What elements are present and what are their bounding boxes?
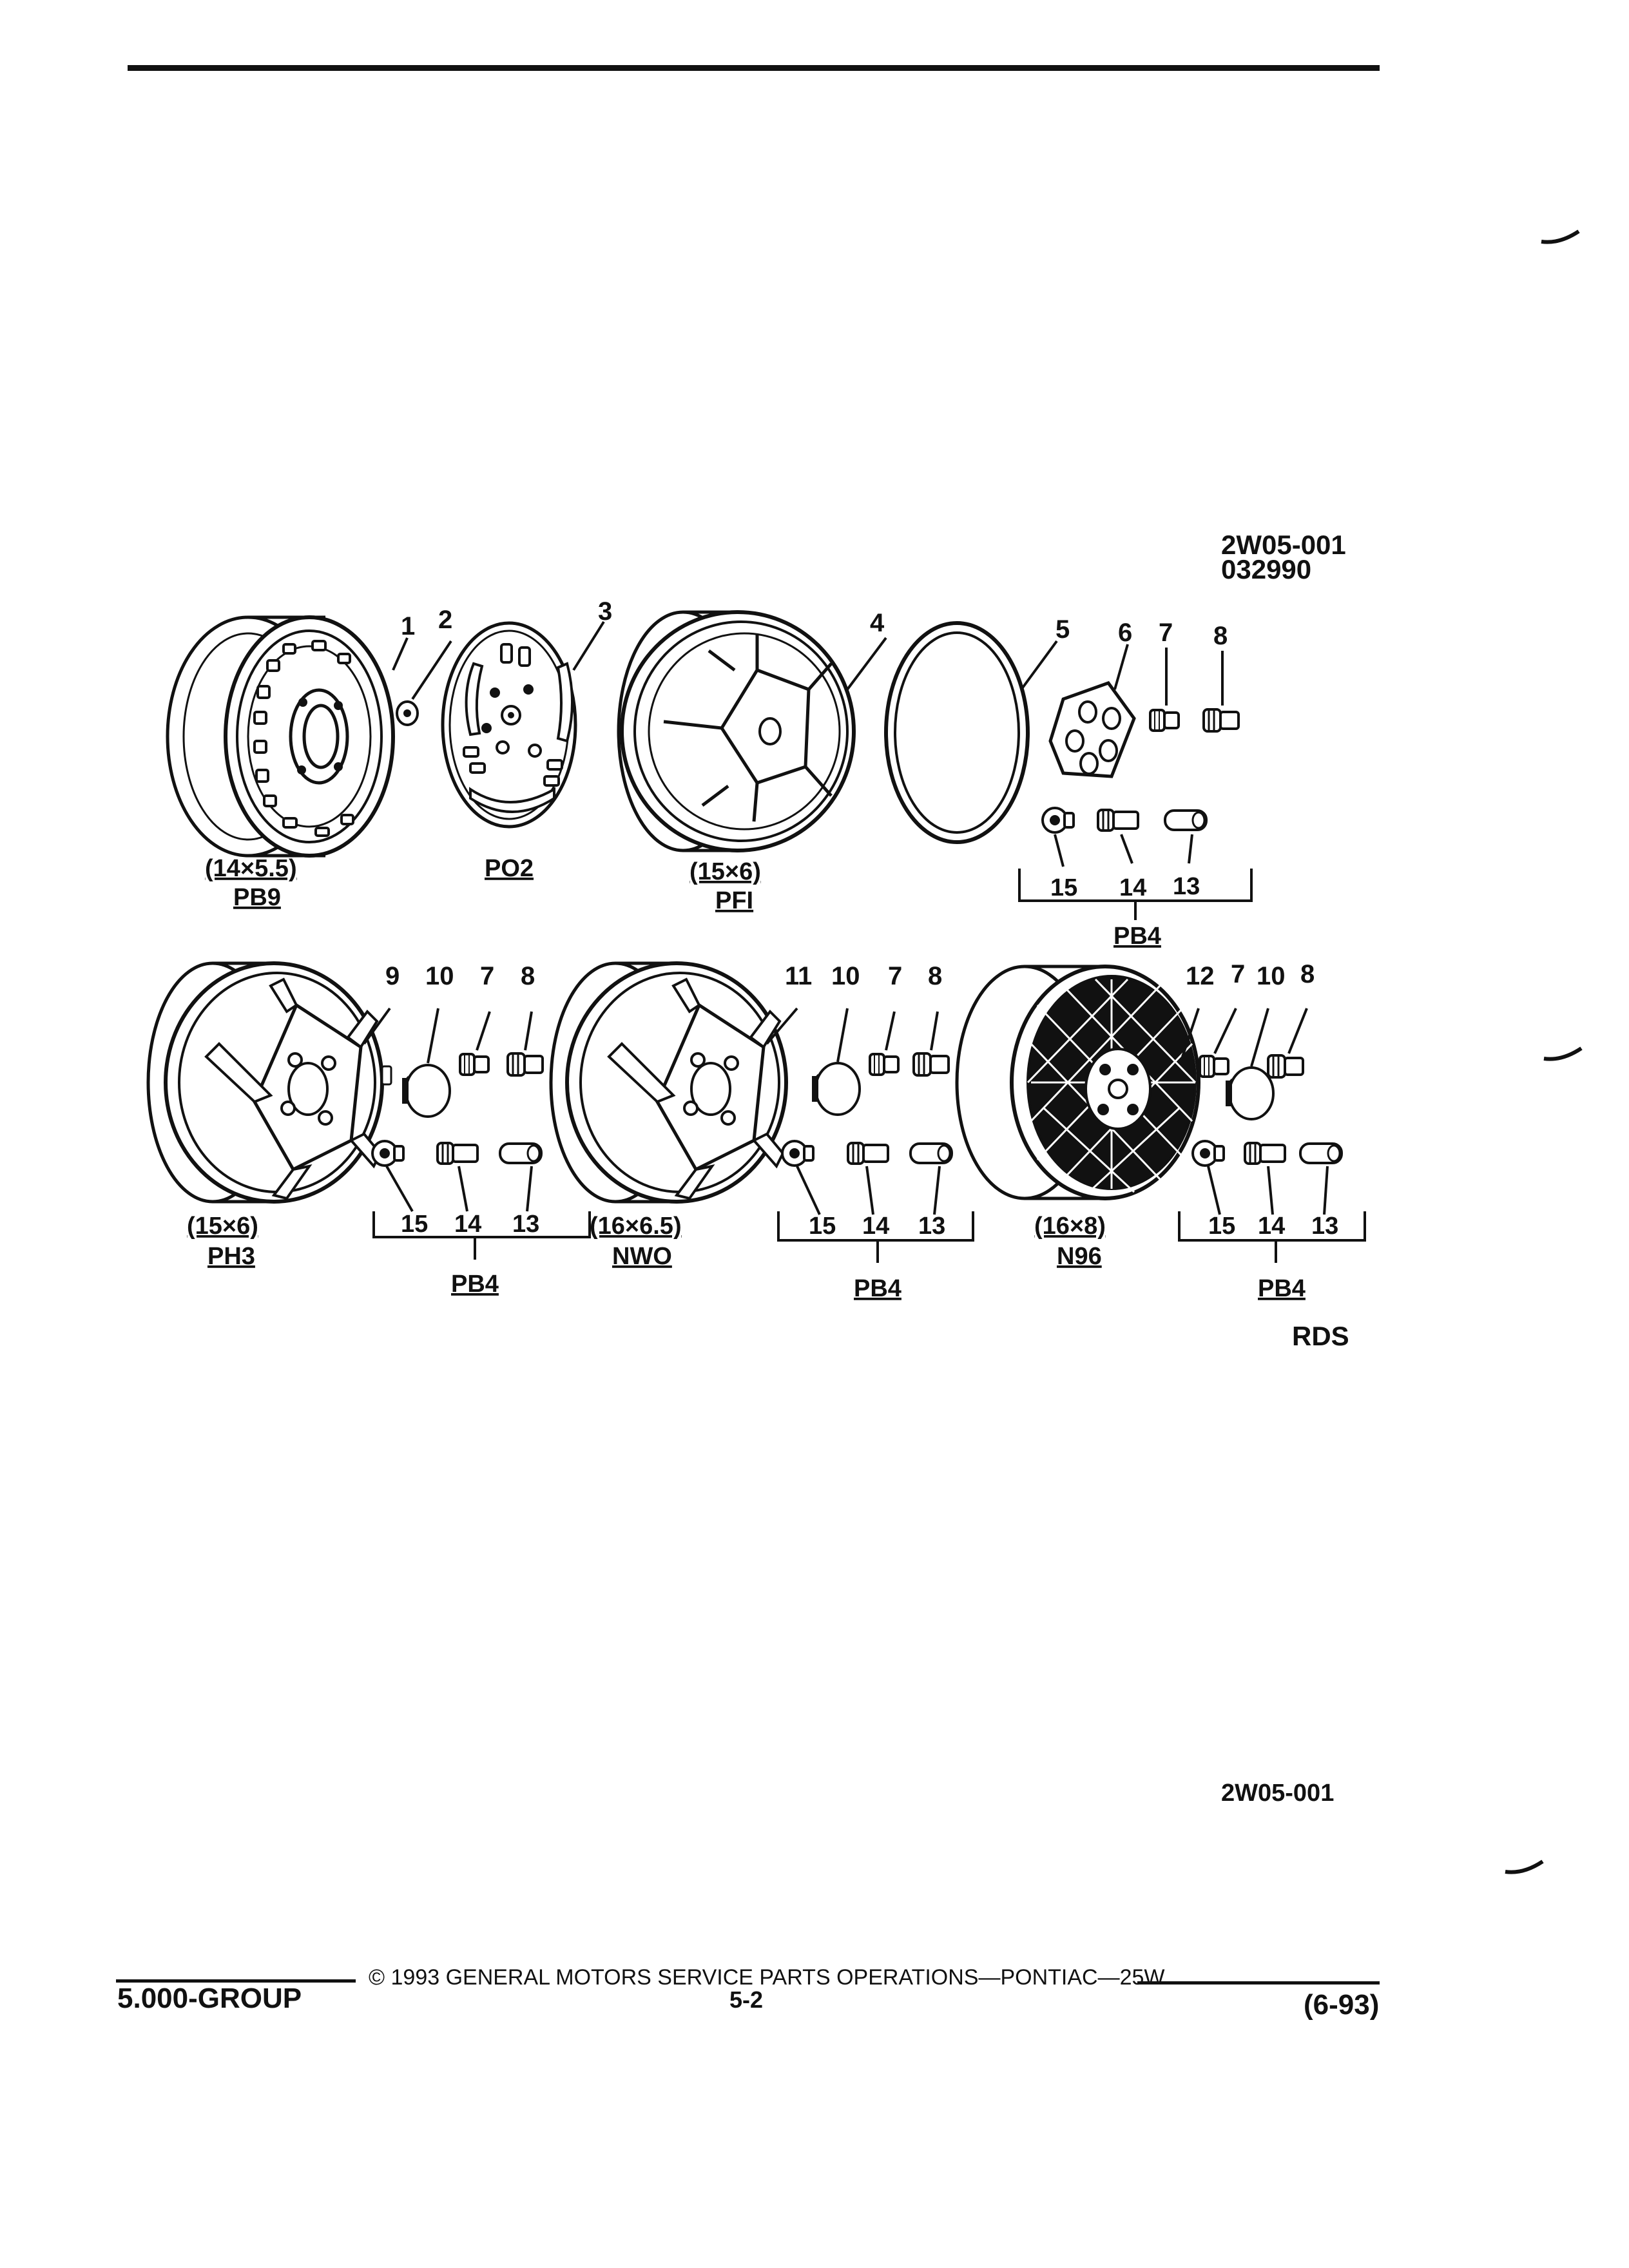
wheel-alloy-15x6-pfi: [617, 610, 856, 852]
wheel-cover-po2: [441, 621, 577, 829]
size-label-14x5-5: (14×5.5): [205, 855, 297, 882]
item-14: 14: [1258, 1213, 1285, 1240]
option-ph3: PH3: [207, 1243, 255, 1270]
callout-10: 10: [831, 962, 860, 990]
footer-rule-left: [116, 1979, 356, 1983]
item-13: 13: [1173, 873, 1200, 900]
wheel-alloy-15x6-ph3: [146, 961, 392, 1204]
option-pb9: PB9: [233, 884, 281, 911]
size-label-15x6-pfi: (15×6): [689, 858, 761, 885]
figure-id-top: 2W05-001: [1221, 530, 1346, 560]
callout-8: 8: [521, 962, 535, 990]
item-15: 15: [401, 1211, 428, 1238]
callout-9: 9: [385, 962, 400, 990]
margin-mark-3: [1505, 1860, 1544, 1874]
callout-8: 8: [1213, 622, 1228, 650]
item-13: 13: [918, 1213, 945, 1240]
option-nwo: NWO: [612, 1243, 672, 1270]
top-rule: [128, 65, 1380, 71]
footer-rule-right: [1137, 1981, 1380, 1984]
callout-8: 8: [1300, 960, 1315, 988]
figure-date-code: 032990: [1221, 554, 1311, 584]
item-14: 14: [1119, 874, 1146, 901]
part-2-nut: [396, 700, 419, 726]
wheel-mesh-16x8-n96: [955, 965, 1200, 1200]
option-po2: PO2: [485, 855, 534, 882]
wheel-alloy-16x6-5-nwo: [549, 961, 788, 1204]
option-pfi: PFI: [715, 887, 753, 914]
callout-7: 7: [480, 962, 494, 990]
callout-7: 7: [1159, 619, 1173, 647]
size-label-16x6-5: (16×6.5): [590, 1213, 682, 1240]
option-pb4: PB4: [451, 1271, 499, 1298]
footer-group: 5.000-GROUP: [117, 1983, 302, 2014]
callout-4: 4: [870, 609, 885, 637]
item-15: 15: [809, 1213, 836, 1240]
footer-date: (6-93): [1304, 1989, 1379, 2021]
part-6-center-cap: [1048, 681, 1136, 778]
callout-7: 7: [1231, 960, 1245, 988]
option-n96: N96: [1057, 1243, 1102, 1270]
footer-copyright: © 1993 GENERAL MOTORS SERVICE PARTS OPER…: [369, 1965, 1165, 1990]
row2-leader-lines: [363, 1007, 1366, 1263]
callout-10: 10: [425, 962, 454, 990]
size-label-15x6-ph3: (15×6): [187, 1213, 258, 1240]
callout-5: 5: [1055, 615, 1070, 644]
callout-12: 12: [1186, 962, 1215, 990]
item-15: 15: [1208, 1213, 1235, 1240]
size-label-16x8: (16×8): [1034, 1213, 1106, 1240]
item-14: 14: [862, 1213, 889, 1240]
callout-11: 11: [785, 962, 812, 990]
wheel-steel-14x5-5: [166, 615, 395, 858]
option-pb4: PB4: [1113, 923, 1161, 950]
footer-page-number: 5-2: [729, 1986, 763, 2013]
margin-mark-2: [1543, 1046, 1583, 1061]
callout-1: 1: [401, 612, 415, 640]
callout-7: 7: [888, 962, 902, 990]
option-pb4: PB4: [854, 1275, 901, 1302]
part-5-trim-ring: [884, 621, 1030, 844]
option-pb4: PB4: [1258, 1275, 1306, 1302]
row1-leader-lines: [392, 620, 1253, 920]
callout-10: 10: [1257, 962, 1286, 990]
item-15: 15: [1050, 874, 1077, 901]
margin-mark-1: [1541, 229, 1580, 244]
callout-8: 8: [928, 962, 942, 990]
figure-side-code: RDS: [1292, 1321, 1349, 1351]
figure-id-bottom: 2W05-001: [1221, 1780, 1334, 1807]
callout-2: 2: [438, 606, 452, 634]
item-13: 13: [512, 1211, 539, 1238]
item-14: 14: [454, 1211, 481, 1238]
callout-6: 6: [1118, 619, 1132, 647]
callout-3: 3: [598, 597, 612, 626]
item-13: 13: [1311, 1213, 1338, 1240]
